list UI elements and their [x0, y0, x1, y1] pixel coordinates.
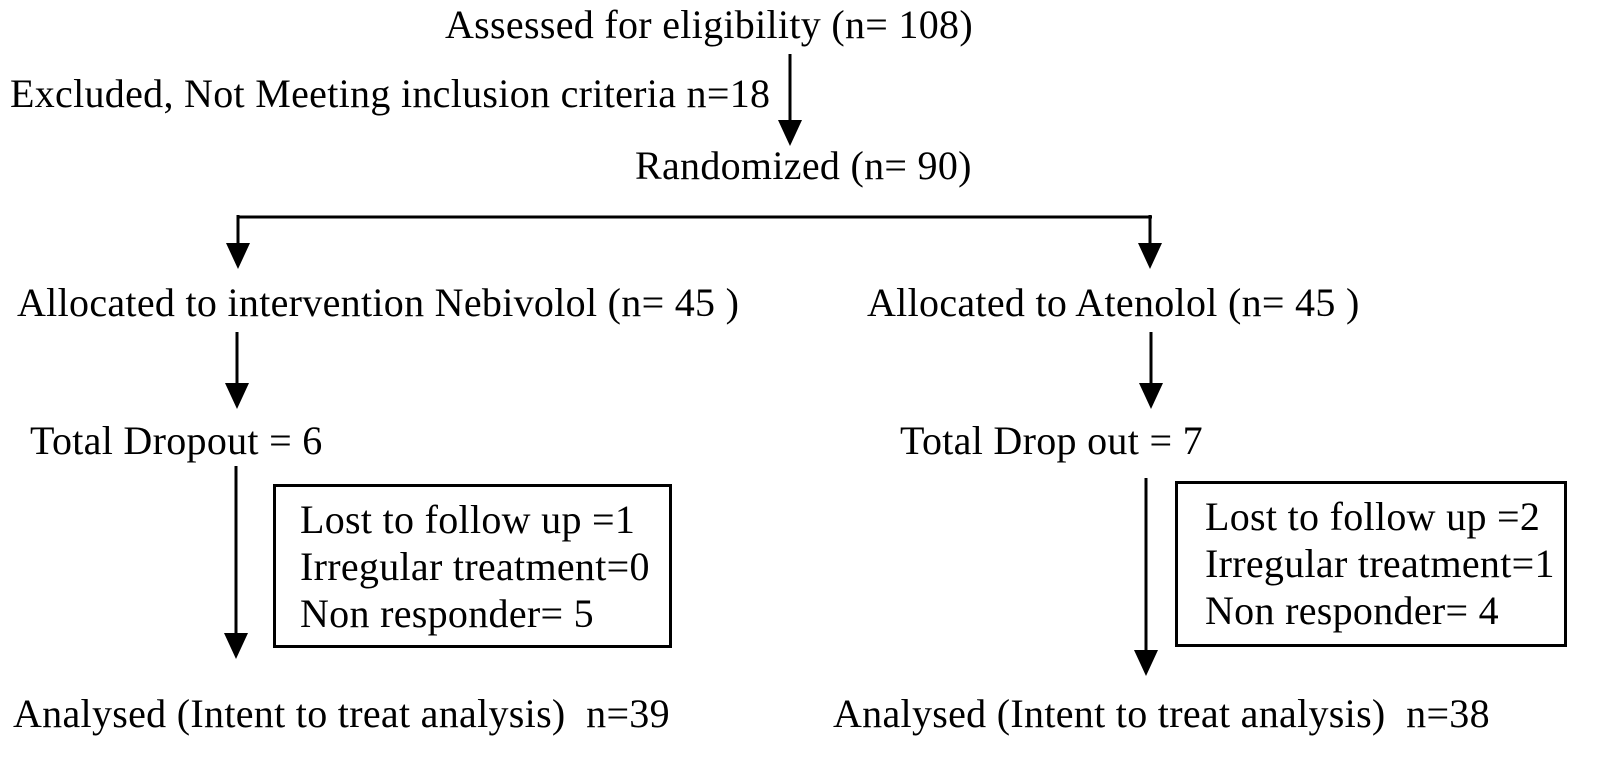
arrow-allocated-to-dropout-left-icon	[225, 332, 249, 409]
dropout-left-label: Total Dropout = 6	[30, 418, 323, 463]
allocated-atenolol-label: Allocated to Atenolol (n= 45 )	[867, 280, 1360, 325]
dropout-left-lost-label: Lost to follow up =1	[300, 497, 636, 542]
analysed-left-label: Analysed (Intent to treat analysis) n=39	[13, 691, 670, 736]
randomized-label: Randomized (n= 90)	[635, 143, 972, 188]
dropout-right-lost-label: Lost to follow up =2	[1205, 494, 1541, 539]
dropout-right-nonresponder-label: Non responder= 4	[1205, 588, 1499, 633]
dropout-left-nonresponder-label: Non responder= 5	[300, 591, 594, 636]
branch-bar-randomized-icon	[226, 215, 1162, 269]
dropout-detail-box-left: Lost to follow up =1 Irregular treatment…	[273, 484, 672, 648]
allocated-nebivolol-label: Allocated to intervention Nebivolol (n= …	[17, 280, 740, 325]
dropout-left-irregular-label: Irregular treatment=0	[300, 544, 650, 589]
excluded-label: Excluded, Not Meeting inclusion criteria…	[10, 71, 771, 116]
arrow-assessed-to-randomized-icon	[778, 54, 802, 146]
arrow-dropout-to-analysed-right-icon	[1134, 478, 1158, 676]
analysed-right-label: Analysed (Intent to treat analysis) n=38	[833, 691, 1490, 736]
assessed-eligibility-label: Assessed for eligibility (n= 108)	[445, 2, 973, 47]
arrow-allocated-to-dropout-right-icon	[1139, 332, 1163, 409]
dropout-right-label: Total Drop out = 7	[900, 418, 1203, 463]
arrow-dropout-to-analysed-left-icon	[224, 466, 248, 659]
dropout-detail-box-right: Lost to follow up =2 Irregular treatment…	[1175, 481, 1567, 647]
dropout-right-irregular-label: Irregular treatment=1	[1205, 541, 1555, 586]
